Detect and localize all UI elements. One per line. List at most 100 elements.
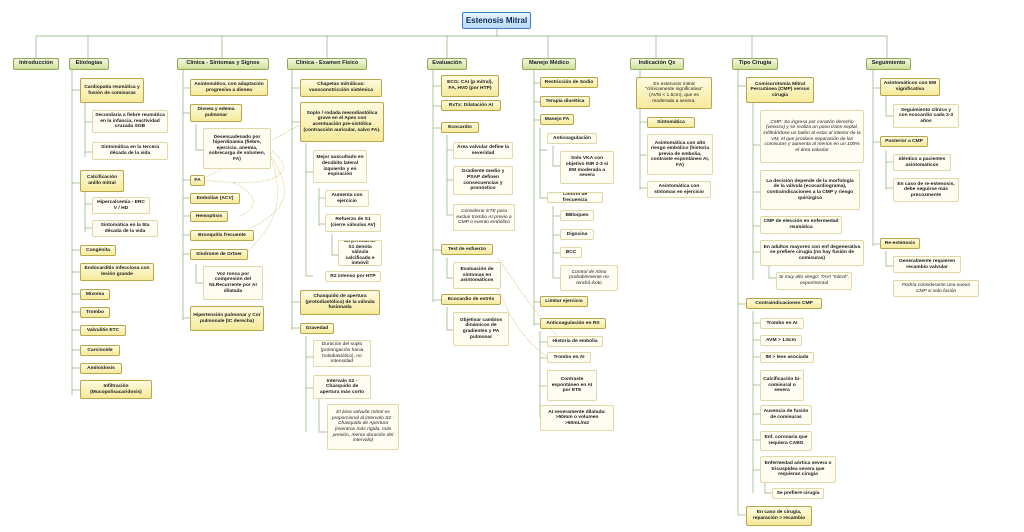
node-tavi-mitral[interactable]: Si muy alto riesgo: TAVI "mitral", exper… [776, 272, 852, 290]
node-desencadenado[interactable]: Desencadenado por hiperdinamia (fiebre, … [203, 128, 271, 169]
node-cmp-descripcion[interactable]: CMP: Se ingresa por corazón derecho (ven… [760, 110, 864, 163]
node-contraste-espontaneo[interactable]: Contraste espontáneo en AI por ETE [547, 370, 597, 401]
node-identico[interactable]: Idéntico a pacientes asintomáticos [893, 154, 951, 171]
node-disnea[interactable]: Disnea y edema pulmonar [190, 104, 242, 122]
node-chasquido[interactable]: Chasquido de apertura (protodiastólico) … [300, 290, 380, 315]
category-evaluacion[interactable]: Evaluación [427, 58, 467, 70]
node-contra-im[interactable]: IM > leve asociada [760, 352, 814, 363]
node-contra-coronaria[interactable]: Enf. coronaria que requiera CABG [760, 431, 812, 451]
category-seguimiento[interactable]: Seguimiento [866, 58, 911, 70]
node-cmp-eleccion[interactable]: CMP de elección en enfermedad reumática [760, 216, 842, 234]
node-area-valvular-intervalo[interactable]: El área valvular mitral es proporcional … [327, 404, 399, 450]
node-endocarditis[interactable]: Endocarditis infecciosa con lesión grand… [80, 263, 154, 281]
node-bbloqueo[interactable]: BBloqueo [560, 210, 594, 221]
node-solo-vka[interactable]: Solo VKA con objetivo INR 2-3 si EM mode… [560, 151, 614, 184]
node-trombo[interactable]: Trombo [80, 307, 110, 318]
category-tipo-cirugia[interactable]: Tipo Cirugía [732, 58, 778, 70]
category-etiologias[interactable]: Etiologías [69, 58, 109, 70]
node-sintomatica-3[interactable]: Sintomática en la tercera década de la v… [92, 142, 168, 160]
node-anticoagulacion[interactable]: Anticoagulación [547, 133, 597, 144]
node-soplo[interactable]: Soplo / rodada mesodiastólica grave en e… [300, 102, 384, 142]
node-considerar-ete[interactable]: Considerar ETE para excluir trombo AI pr… [453, 204, 515, 231]
node-objetivar-cambios[interactable]: Objetivar cambios dinámicos de gradiente… [453, 312, 509, 346]
node-terapia-diuretica[interactable]: Terapia diurética [540, 96, 590, 107]
node-chapetas[interactable]: Chapetas mitrálicas: vasoconstricción si… [300, 79, 382, 97]
node-seguimiento-clinico[interactable]: Seguimiento clínico y con ecocardio cada… [893, 104, 959, 128]
node-sintomatica-5[interactable]: Sintomática en la 5ta década de la vida [92, 220, 158, 237]
node-asintomatica-riesgo[interactable]: Asintomática con alto riesgo embólico (h… [647, 134, 713, 175]
node-area-valvular[interactable]: Área valvular define la severidad [453, 142, 513, 159]
node-duracion-soplo[interactable]: Duración del soplo (prolongación hacia h… [313, 340, 371, 367]
node-restriccion-sodio[interactable]: Restricción de Sodio [540, 77, 598, 88]
node-gradiente[interactable]: Gradiente medio y PSAP definen consecuen… [453, 166, 513, 195]
node-carcinoide[interactable]: Carcinoide [80, 345, 120, 356]
node-estenosis-significativa[interactable]: En estenosis mitral "clínicamente signif… [636, 77, 712, 109]
node-asintomatico[interactable]: Asintomático, con adaptación progresiva … [190, 79, 268, 96]
node-intervalo-s2[interactable]: Intervalo S2 - Chasquido de apertura más… [313, 375, 371, 399]
category-clinica-examen[interactable]: Clínica - Examen Físico [287, 58, 367, 70]
node-refuerzo-s1[interactable]: Refuerzo de S1 (cierre válvulas AV) [325, 214, 381, 232]
node-anticoagulacion-rs[interactable]: Anticoagulación en RS [540, 318, 606, 329]
node-hipertension-pulmonar[interactable]: Hipertensión pulmonar y Cor pulmonale (I… [190, 306, 264, 331]
node-ecocardio[interactable]: Ecocardio [441, 122, 479, 133]
node-trombo-ai[interactable]: Trombo en AI [547, 352, 591, 363]
node-ortner[interactable]: Síndrome de Ortner [190, 249, 248, 260]
node-contra-calcificacion[interactable]: Calcificación bi-comisural o severa [760, 370, 804, 401]
node-asintomaticos-em[interactable]: Asintomáticos con EM significativa [880, 78, 940, 96]
node-rxtx[interactable]: RxTx: Dilatación AI [441, 100, 501, 111]
node-limitar-ejercicio[interactable]: Limitar ejercicio [540, 296, 588, 307]
node-nueva-cmp[interactable]: Podría considerarse una nueva CMP si sol… [893, 280, 979, 297]
category-clinica-sintomas[interactable]: Clínica - Síntomas y Signos [177, 58, 269, 70]
node-digoxina[interactable]: Digoxina [560, 229, 594, 240]
node-comisurotomia[interactable]: Comisurotomía Mitral Percutánea (CMP) ve… [746, 77, 814, 103]
node-perdida-s1[interactable]: La pérdida de S1 denota válvula calcific… [338, 240, 382, 266]
node-control-ritmo[interactable]: Control de ritmo probablemente no tendrá… [560, 265, 618, 291]
node-contraindicaciones[interactable]: Contraindicaciones CMP [746, 298, 822, 309]
node-contra-trombo-ai[interactable]: Trombo en AI [760, 318, 804, 329]
node-evaluacion-sintomas[interactable]: Evaluación de síntomas en asintomáticos [453, 262, 501, 289]
node-eco-estres[interactable]: Ecocardio de estrés [441, 294, 501, 305]
node-contra-ausencia[interactable]: Ausencia de fusión de comisuras [760, 405, 812, 425]
node-mejor-auscultado[interactable]: Mejor auscultado en decúbito lateral izq… [313, 150, 367, 183]
node-historia-embolia[interactable]: Historia de embolia [547, 336, 603, 347]
node-en-caso-reestenosis[interactable]: En caso de re-estenosis, debe seguirse m… [893, 178, 959, 202]
node-aumenta-ejercicio[interactable]: Aumenta con ejercicio [325, 190, 369, 207]
node-voz-ronca[interactable]: Voz ronca por compresión del NLRecurrent… [203, 266, 263, 300]
node-contra-avm[interactable]: AVM > 1.5cm [760, 335, 802, 346]
node-contra-aortica[interactable]: Enfermedad aórtica severa o tricuspídea … [760, 456, 836, 483]
node-re-estenosis[interactable]: Re-estenosis [880, 238, 920, 249]
node-calcificacion-anillo[interactable]: Calcificación anillo mitral [80, 170, 124, 192]
category-indicacion-qx[interactable]: Indicación Qx [630, 58, 684, 70]
node-cardiopatia[interactable]: Cardiopatía reumática y fusión de comisu… [80, 78, 144, 103]
node-manejo-fa[interactable]: Manejo FA [540, 114, 574, 125]
node-embolias[interactable]: Embolias (ACV) [190, 193, 240, 204]
node-hemoptisis[interactable]: Hemoptisis [190, 211, 228, 222]
node-control-frecuencia[interactable]: Control de frecuencia [547, 192, 603, 203]
node-infiltracion[interactable]: Infiltración (Mucopolisacaridosis) [80, 380, 152, 399]
node-hipercalcemia[interactable]: Hipercalcemia - ERC V / HD [92, 197, 150, 214]
node-fa[interactable]: FA [190, 175, 205, 186]
node-test-esfuerzo[interactable]: Test de esfuerzo [441, 244, 493, 255]
node-gravedad[interactable]: Gravedad [300, 323, 334, 334]
node-sintomatica[interactable]: Sintomática [647, 117, 695, 128]
node-valvulitis[interactable]: Valvulitis ETC [80, 325, 126, 336]
node-reparacion[interactable]: En caso de cirugía, reparación > recambi… [746, 506, 812, 526]
node-ecg[interactable]: ECG: CAI (p mitral), FA, HVD (por HTP) [441, 75, 499, 97]
node-asintomatica-ejercicio[interactable]: Asintomática con síntomas en ejercicio [647, 181, 711, 198]
node-adultos-mayores[interactable]: En adultos mayores con enf degenerativa … [760, 240, 864, 266]
node-bcc[interactable]: BCC [560, 247, 582, 258]
node-amiloidosis[interactable]: Amiloidosis [80, 363, 122, 374]
node-ai-severamente-dilatada[interactable]: AI severamente dilatada: >50mm o volumen… [540, 405, 614, 431]
node-decision[interactable]: La decisión depende de la morfología de … [760, 170, 860, 210]
category-introduccion[interactable]: Introducción [13, 58, 59, 70]
node-prefiere-cirugia[interactable]: Se prefiere cirugía [772, 488, 824, 499]
node-bronquitis[interactable]: Bronquitis frecuente [190, 230, 254, 241]
node-mixoma[interactable]: Mixoma [80, 289, 110, 300]
node-r2-intenso[interactable]: R2 intenso por HTP [325, 271, 381, 282]
node-secundaria[interactable]: Secundaria a fiebre reumática en la infa… [92, 110, 168, 133]
root-node[interactable]: Estenosis Mitral [462, 12, 531, 29]
node-congenita[interactable]: Congénita [80, 245, 116, 256]
category-manejo-medico[interactable]: Manejo Médico [522, 58, 576, 70]
node-requieren-recambio[interactable]: Generalmente requieren recambio valvular [893, 256, 961, 273]
node-posterior-cmp[interactable]: Posterior a CMP [880, 136, 928, 147]
